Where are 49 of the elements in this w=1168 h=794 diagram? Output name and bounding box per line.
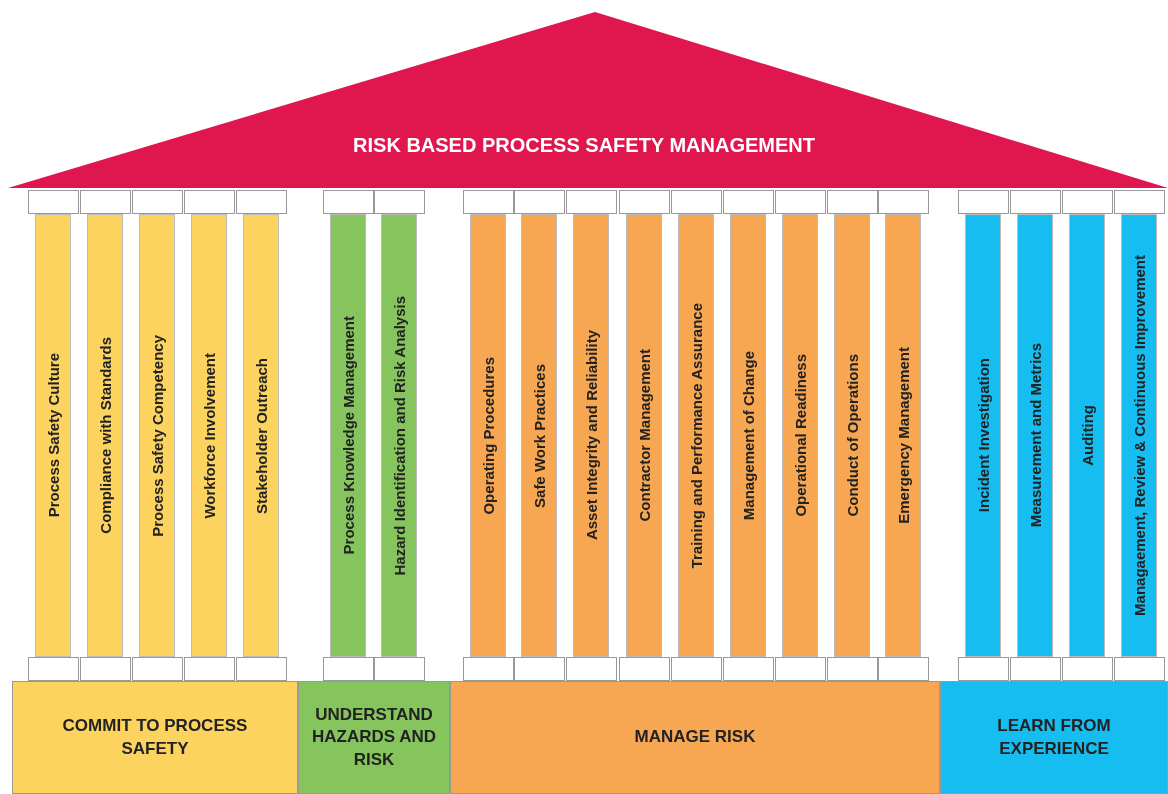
base-block	[12, 681, 298, 794]
pillar	[470, 214, 506, 657]
base-label: UNDERSTAND HAZARDS AND RISK	[311, 704, 437, 771]
pillar-label: Hazard Identification and Risk Analysis	[390, 295, 408, 576]
base-block	[298, 681, 450, 794]
pillar	[1121, 214, 1157, 657]
pillar-label: Measurement and Metrics	[1026, 343, 1044, 528]
pillar	[139, 214, 175, 657]
pillar	[730, 214, 766, 657]
pillar	[381, 214, 417, 657]
pillar-label: Emergency Management	[894, 347, 912, 524]
base-label: COMMIT TO PROCESS SAFETY	[61, 715, 249, 760]
pillar	[834, 214, 870, 657]
pillar-label: Process Safety Culture	[44, 353, 62, 518]
pillar-label: Training and Performance Assurance	[687, 302, 705, 569]
pillar-label: Compliance with Standards	[96, 337, 114, 534]
pillar	[1017, 214, 1053, 657]
pillar	[521, 214, 557, 657]
pillar	[678, 214, 714, 657]
pillar	[782, 214, 818, 657]
pillar	[35, 214, 71, 657]
pillar	[626, 214, 662, 657]
pillar	[885, 214, 921, 657]
pillar	[243, 214, 279, 657]
pillar	[965, 214, 1001, 657]
pillar-label: Process Knowledge Management	[339, 316, 357, 555]
pillar	[573, 214, 609, 657]
base-label: LEARN FROM EXPERIENCE	[996, 715, 1112, 760]
pillar-label: Stakeholder Outreach	[252, 357, 270, 514]
pillar	[330, 214, 366, 657]
roof-title: RISK BASED PROCESS SAFETY MANAGEMENT	[352, 134, 816, 157]
pillar-label: Process Safety Competency	[148, 334, 166, 537]
pillar-label: Operating Procedures	[479, 356, 497, 515]
pillar	[191, 214, 227, 657]
base-block	[940, 681, 1168, 794]
pillar-label: Incident Investigation	[974, 358, 992, 513]
pillar	[1069, 214, 1105, 657]
pillar-label: Auditing	[1078, 405, 1096, 466]
pillar-label: Management of Change	[739, 350, 757, 521]
pillar-label: Operational Readiness	[791, 354, 809, 517]
pillar-label: Workforce Involvement	[200, 352, 218, 519]
base-label: MANAGE RISK	[634, 726, 756, 749]
pillar-label: Managaement, Review & Continuous Improvement	[1130, 255, 1148, 616]
pillar-label: Safe Work Practices	[530, 363, 548, 508]
pillar	[87, 214, 123, 657]
base-block	[450, 681, 940, 794]
pillar-label: Conduct of Operations	[843, 354, 861, 517]
pillar-label: Asset Integrity and Reliability	[582, 330, 600, 541]
pillar-label: Contractor Management	[635, 349, 653, 522]
